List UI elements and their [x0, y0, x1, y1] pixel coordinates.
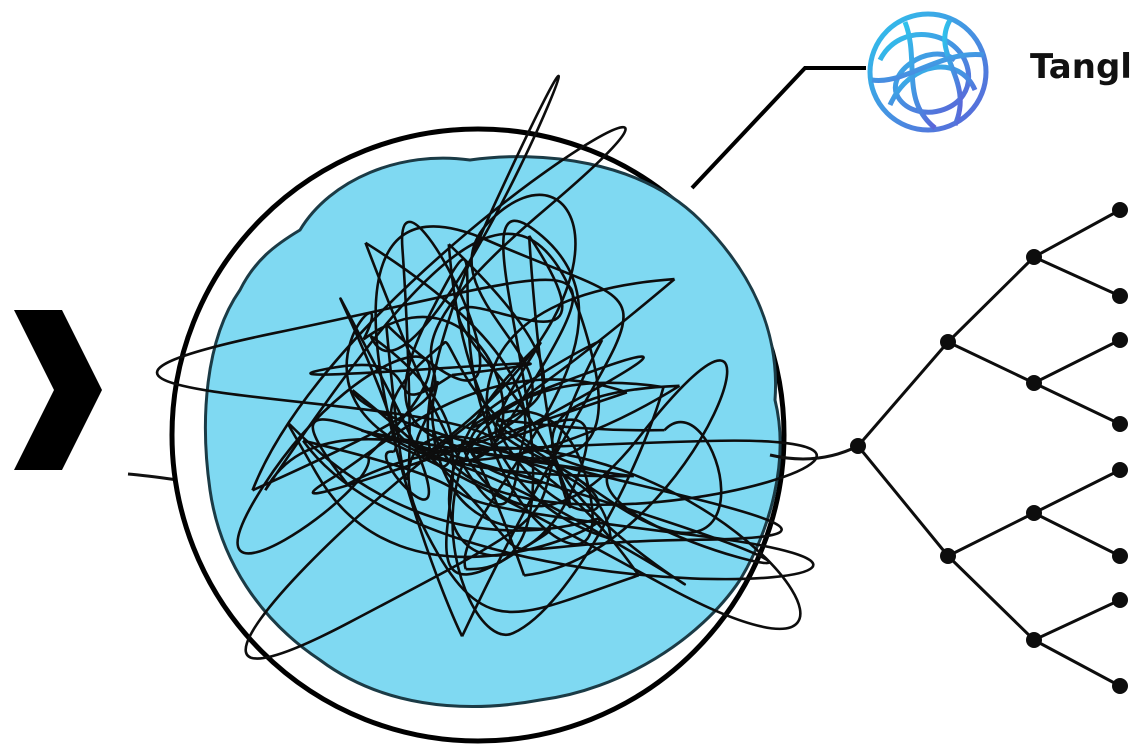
tree-edge — [1034, 210, 1120, 257]
tree-leaf-node — [1112, 288, 1128, 304]
tree-edge — [858, 342, 948, 446]
tangle-magnifier — [157, 76, 817, 741]
tree-edge — [1034, 383, 1120, 424]
tree-edge — [948, 556, 1034, 640]
tree-leaf-node — [1112, 592, 1128, 608]
tree-branch-node — [940, 334, 956, 350]
tree-leaf-node — [1112, 202, 1128, 218]
tree-edge — [948, 513, 1034, 556]
tree-root-node — [850, 438, 866, 454]
tree-edge — [858, 446, 948, 556]
tree-edge — [1034, 513, 1120, 556]
tree-branch-node — [1026, 505, 1042, 521]
tree-leaf-node — [1112, 678, 1128, 694]
tree-edge — [1034, 470, 1120, 513]
tree-edge — [1034, 640, 1120, 686]
tree-leaf-node — [1112, 416, 1128, 432]
chevron-right-icon — [14, 310, 102, 470]
tree-edge — [1034, 340, 1120, 383]
tree-branch-node — [1026, 249, 1042, 265]
tree-edge — [1034, 257, 1120, 296]
tree-edge — [948, 342, 1034, 383]
tree-edge — [948, 257, 1034, 342]
binary-tree — [850, 202, 1128, 694]
tree-leaf-node — [1112, 462, 1128, 478]
tree-branch-node — [940, 548, 956, 564]
tree-branch-node — [1026, 375, 1042, 391]
brand-name: Tangl — [1030, 50, 1132, 84]
tangled-globe-icon — [870, 14, 986, 130]
tree-leaf-node — [1112, 548, 1128, 564]
tree-branch-node — [1026, 632, 1042, 648]
tree-edge — [1034, 600, 1120, 640]
logo-connector-line — [692, 68, 866, 188]
tree-leaf-node — [1112, 332, 1128, 348]
